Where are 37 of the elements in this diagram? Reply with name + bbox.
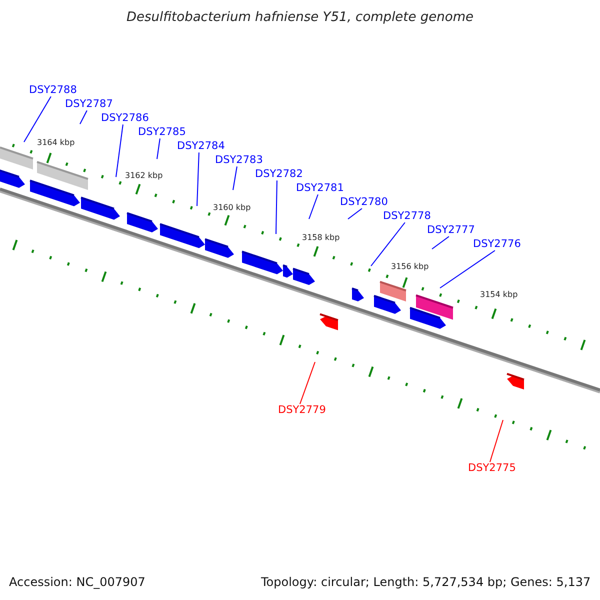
gene-label: DSY2775	[468, 463, 516, 474]
leader-line	[370, 222, 406, 266]
footer-text: Topology: circular; Length: 5,727,534 bp; Genes: 5,137	[261, 576, 591, 588]
leader-line	[116, 124, 124, 178]
leader-line	[24, 96, 52, 142]
gene-label: DSY2786	[101, 113, 149, 124]
gene-label: DSY2778	[383, 211, 431, 222]
leader-line	[440, 250, 496, 288]
scale-label: 3156 kbp	[391, 263, 429, 271]
gene-label: DSY2787	[65, 99, 113, 110]
scale-label: 3164 kbp	[37, 139, 75, 147]
title: Desulfitobacterium hafniense Y51, complete genome	[126, 11, 474, 24]
leader-line	[156, 138, 160, 160]
leader-line	[80, 110, 88, 124]
gene-label: DSY2782	[255, 169, 303, 180]
scale-label: 3160 kbp	[213, 204, 251, 212]
scale-label: 3154 kbp	[480, 291, 518, 299]
leader-line	[432, 236, 450, 250]
leader-line	[308, 194, 318, 220]
gene-label: DSY2777	[427, 225, 475, 236]
gene-label: DSY2783	[215, 155, 263, 166]
scale-label: 3158 kbp	[302, 234, 340, 242]
gene-label: DSY2776	[473, 239, 521, 250]
leader-line	[489, 420, 504, 462]
gene-label: DSY2784	[177, 141, 225, 152]
gene-label: DSY2785	[138, 127, 186, 138]
leader-line	[348, 208, 362, 220]
scale-label: 3162 kbp	[125, 172, 163, 180]
gene-label: DSY2781	[296, 183, 344, 194]
leader-line	[276, 180, 278, 234]
gene-label: DSY2780	[340, 197, 388, 208]
gene-label: DSY2788	[29, 85, 77, 96]
leader-line	[232, 166, 238, 190]
leader-line	[299, 362, 316, 404]
footer-text: Accession: NC_007907	[9, 576, 146, 588]
gene-label: DSY2779	[278, 405, 326, 416]
leader-line	[196, 152, 200, 206]
